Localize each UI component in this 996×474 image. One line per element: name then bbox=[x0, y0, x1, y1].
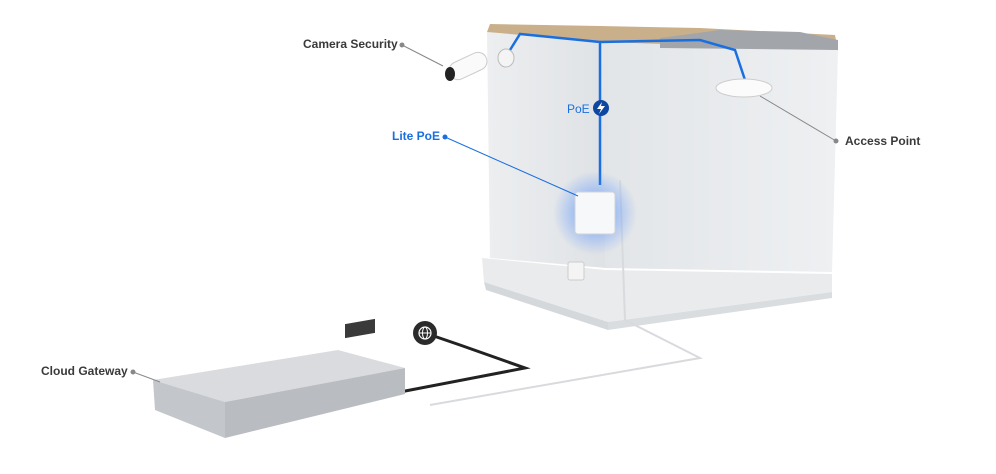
camera-device bbox=[445, 48, 515, 81]
wan-cable bbox=[399, 331, 531, 394]
access-point-device bbox=[715, 78, 773, 98]
internet-globe-icon bbox=[413, 321, 437, 345]
power-cable bbox=[429, 179, 704, 406]
poe-bolt-icon bbox=[593, 100, 609, 116]
lite-poe-switch bbox=[574, 191, 616, 235]
access-point-label: Access Point bbox=[845, 134, 921, 148]
cloud-gateway-device bbox=[153, 318, 405, 438]
camera-security-label: Camera Security bbox=[303, 37, 398, 51]
poe-label: PoE bbox=[567, 102, 590, 116]
cloud-gateway-label: Cloud Gateway bbox=[41, 364, 128, 378]
lite-poe-label: Lite PoE bbox=[392, 129, 441, 143]
